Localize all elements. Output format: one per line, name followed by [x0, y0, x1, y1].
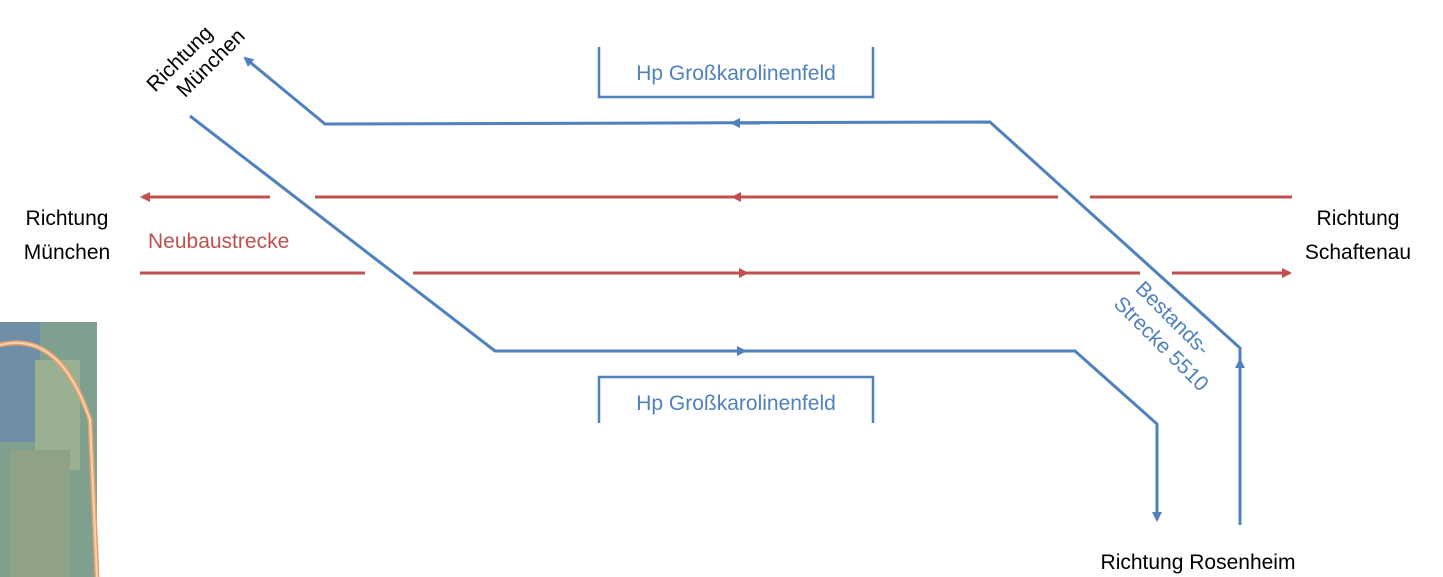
station-bottom-label: Hp Großkarolinenfeld — [636, 392, 836, 415]
station-bottom-bracket — [597, 375, 875, 423]
schaftenau-label-line1: Richtung — [1317, 207, 1400, 230]
munich-top-label: Richtung München — [142, 22, 249, 102]
munich-left-label-line2: München — [24, 241, 110, 264]
station-top-bracket — [597, 47, 875, 99]
station-top-label: Hp Großkarolinenfeld — [636, 62, 836, 85]
neubaustrecke-label: Neubaustrecke — [148, 230, 289, 253]
bestand-label: Bestands- Strecke 5510 — [1109, 277, 1214, 396]
existing-line-upper-track — [243, 56, 1242, 525]
existing-line-lower-track — [189, 114, 1162, 522]
munich-left-label-line1: Richtung — [26, 207, 109, 230]
rosenheim-label: Richtung Rosenheim — [1101, 551, 1296, 574]
schaftenau-label-line2: Schaftenau — [1305, 241, 1411, 264]
map-thumbnail — [0, 322, 100, 577]
